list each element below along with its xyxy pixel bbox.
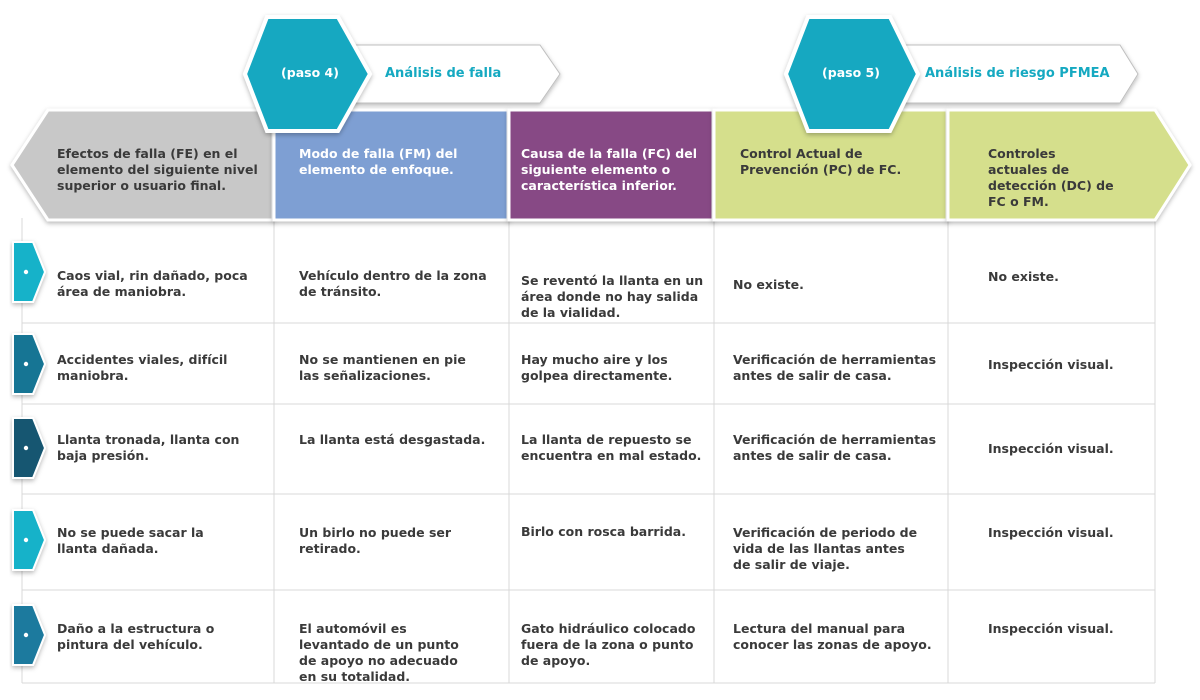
row-5-detection: Inspección visual. (988, 621, 1114, 636)
row-4-detection: Inspección visual. (988, 525, 1114, 540)
row-badge-2-dot (23, 361, 29, 367)
step-4-number: (paso 4) (281, 65, 339, 80)
row-5-prevention: Lectura del manual para conocer las zona… (733, 621, 932, 652)
row-2-mode: No se mantienen en pie las señalizacione… (299, 352, 466, 383)
row-1-mode: Vehículo dentro de la zona de tránsito. (299, 268, 487, 299)
row-3-mode: La llanta está desgastada. (299, 432, 486, 447)
row-3-cause: La llanta de repuesto se encuentra en ma… (521, 432, 702, 463)
header-label-prevention: Control Actual de Prevención (PC) de FC. (740, 146, 902, 177)
header-label-effects: Efectos de falla (FE) en el elemento del… (57, 146, 258, 193)
row-badge-3 (12, 417, 47, 479)
row-5-cause: Gato hidráulico colocado fuera de la zon… (521, 621, 696, 668)
row-badge-2 (12, 333, 47, 395)
header-cell-effects (10, 108, 275, 222)
header-label-mode: Modo de falla (FM) del elemento de enfoq… (299, 146, 458, 177)
row-4-cause: Birlo con rosca barrida. (521, 524, 686, 539)
row-badge-4 (12, 509, 47, 571)
step-4-title: Análisis de falla (385, 66, 502, 81)
row-badge-3-dot (23, 445, 29, 451)
row-4-effect: No se puede sacar la llanta dañada. (57, 525, 204, 556)
row-badges (12, 241, 47, 666)
row-1-prevention: No existe. (733, 277, 804, 292)
row-2-effect: Accidentes viales, difícil maniobra. (57, 352, 228, 383)
row-4-mode: Un birlo no puede ser retirado. (299, 525, 452, 556)
row-2-detection: Inspección visual. (988, 357, 1114, 372)
row-1-cause: Se reventó la llanta en un área donde no… (521, 273, 704, 320)
step-5-hexagon (783, 15, 921, 133)
row-badge-1-dot (23, 269, 29, 275)
row-badge-1 (12, 241, 47, 303)
row-1-detection: No existe. (988, 269, 1059, 284)
row-2-cause: Hay mucho aire y los golpea directamente… (521, 352, 673, 383)
header-label-detection: Controles actuales de detección (DC) de … (988, 146, 1114, 209)
row-5-effect: Daño a la estructura o pintura del vehíc… (57, 621, 215, 652)
row-badge-5 (12, 604, 47, 666)
row-2-prevention: Verificación de herramientas antes de sa… (733, 352, 937, 383)
row-3-detection: Inspección visual. (988, 441, 1114, 456)
row-3-effect: Llanta tronada, llanta con baja presión. (57, 432, 240, 463)
row-3-prevention: Verificación de herramientas antes de sa… (733, 432, 937, 463)
row-4-prevention: Verificación de periodo de vida de las l… (733, 525, 918, 572)
row-badge-5-dot (23, 632, 29, 638)
table-grid (21, 218, 1156, 684)
step-5-title: Análisis de riesgo PFMEA (925, 66, 1110, 81)
row-1-effect: Caos vial, rin dañado, poca área de mani… (57, 268, 248, 299)
header-cell-detection (946, 108, 1192, 222)
row-badge-4-dot (23, 537, 29, 543)
step-5-number: (paso 5) (822, 65, 880, 80)
header-label-cause: Causa de la falla (FC) del siguiente ele… (521, 146, 698, 193)
step-4-hexagon (242, 15, 373, 133)
row-5-mode: El automóvil es levantado de un punto de… (299, 621, 459, 684)
